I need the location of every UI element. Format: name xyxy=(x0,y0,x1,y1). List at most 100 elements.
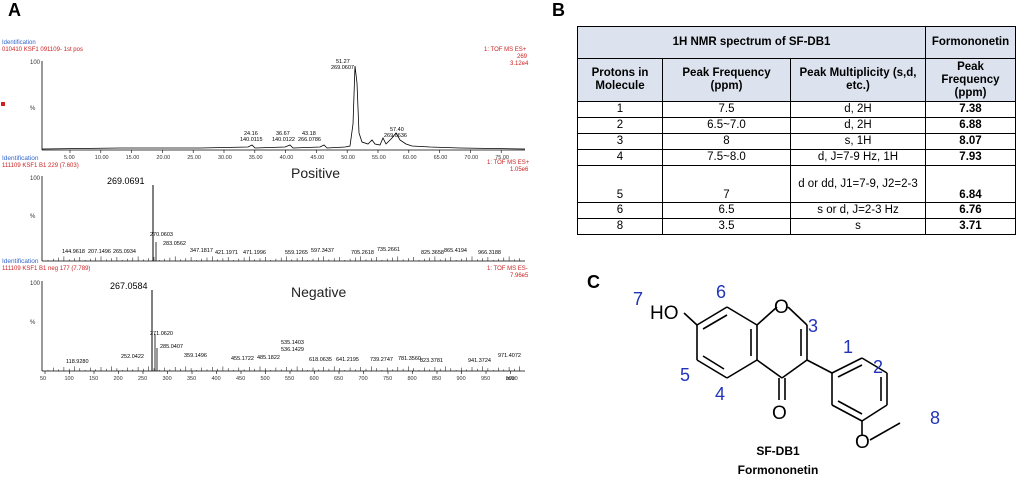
cell-ref: 7.38 xyxy=(925,101,1016,119)
pos-peak-label: 735.2661 xyxy=(377,247,400,253)
proton-number: 8 xyxy=(930,408,940,428)
mass-spectra-panel: Identification 010410 KSF1 091109- 1st p… xyxy=(1,40,530,382)
x-tick-label: 35.00 xyxy=(249,155,263,161)
cell-mult: d, J=7-9 Hz, 1H xyxy=(790,149,926,167)
neg-peak-label: 536.1429 xyxy=(281,347,304,353)
x-tick-label: 300 xyxy=(163,376,172,382)
top-mode-label: 1: TOF MS ES+ xyxy=(484,47,527,53)
neg-peak-label: 252.0422 xyxy=(121,354,144,360)
neg-peak-label: 641.2195 xyxy=(336,357,359,363)
pos-peak-label: 144.9618 xyxy=(62,249,85,255)
peak-label: 51.27 xyxy=(336,59,350,65)
table-row: 4 7.5~8.0 d, J=7-9 Hz, 1H 7.93 xyxy=(577,149,1016,167)
panel-label-b: B xyxy=(552,0,565,20)
pos-peak-label: 705.2618 xyxy=(351,250,374,256)
panel-label-a: A xyxy=(8,0,21,20)
cell-mult: s xyxy=(790,217,926,236)
cell-ref: 7.93 xyxy=(925,149,1016,167)
x-tick-label: 25.00 xyxy=(187,155,201,161)
cell-proton: 2 xyxy=(577,117,663,135)
cell-mult: d, 2H xyxy=(790,117,926,135)
proton-number: 5 xyxy=(680,365,690,385)
x-tick-label: 800 xyxy=(408,376,417,382)
table-row: 3 8 s, 1H 8.07 xyxy=(577,133,1016,151)
cell-proton: 3 xyxy=(577,133,663,151)
x-tick-label: 10.00 xyxy=(95,155,109,161)
atom-o-carbonyl: O xyxy=(772,403,787,424)
pos-peak-label: 347.1817 xyxy=(190,248,213,254)
x-tick-label: 650 xyxy=(334,376,343,382)
formononetin-structure: HO O O O 7 6 3 1 2 5 4 8 SF-DB1 Formonon… xyxy=(633,285,940,477)
proton-number: 4 xyxy=(715,384,725,404)
cell-freq: 7.5 xyxy=(662,101,791,119)
neg-peak-label: 823.3781 xyxy=(420,358,443,364)
table-row: 6 6.5 s or d, J=2-3 Hz 6.76 xyxy=(577,201,1016,219)
atom-o-ring: O xyxy=(774,297,789,318)
neg-peak-label: 618.0635 xyxy=(309,357,332,363)
cell-ref: 6.88 xyxy=(925,117,1016,135)
table-row: 1 7.5 d, 2H 7.38 xyxy=(577,101,1016,119)
peak-label: 43.18 xyxy=(302,131,316,137)
pos-y-tick-100: 100 xyxy=(30,176,41,182)
nmr-table: 1H NMR spectrum of SF-DB1 Formononetin P… xyxy=(577,25,1016,236)
cell-ref: 6.84 xyxy=(925,165,1016,203)
x-tick-label: 150 xyxy=(89,376,98,382)
x-tick-label: 50.00 xyxy=(341,155,355,161)
peak-label: 57.40 xyxy=(390,127,404,133)
neg-y-tick-100: 100 xyxy=(30,281,41,287)
top-header-line2: 010410 KSF1 091109- 1st pos xyxy=(2,47,83,53)
x-tick-label: 55.00 xyxy=(372,155,386,161)
cell-freq: 6.5~7.0 xyxy=(662,117,791,135)
top-y-tick-100: 100 xyxy=(30,60,41,66)
neg-peak-label: 781.3560 xyxy=(398,356,421,362)
peak-label: 140.0122 xyxy=(272,137,295,143)
x-tick-label: 100 xyxy=(65,376,74,382)
red-marker xyxy=(1,102,5,106)
x-tick-label: 1000 xyxy=(506,376,518,382)
cell-freq: 8 xyxy=(662,133,791,151)
x-tick-label: 700 xyxy=(359,376,368,382)
x-tick-label: 500 xyxy=(261,376,270,382)
cell-mult: d or dd, J1=7-9, J2=2-3 xyxy=(790,165,926,203)
pos-peak-label: 966.3188 xyxy=(478,250,501,256)
cell-proton: 1 xyxy=(577,101,663,119)
x-tick-label: 250 xyxy=(138,376,147,382)
x-tick-label: 45.00 xyxy=(310,155,324,161)
top-value1: 269 xyxy=(517,54,528,60)
pos-peak-label: 207.1496 xyxy=(88,249,111,255)
x-tick-label: 50 xyxy=(40,376,46,382)
structure-bonds xyxy=(683,306,901,441)
table-row: 8 3.5 s 3.71 xyxy=(577,217,1016,236)
pos-peak-label: 559.1265 xyxy=(285,250,308,256)
x-tick-label: 450 xyxy=(236,376,245,382)
x-tick-label: 40.00 xyxy=(280,155,294,161)
negative-title: Negative xyxy=(291,284,346,300)
neg-main-peak: 267.0584 xyxy=(110,281,148,291)
neg-peak-label: 118.9280 xyxy=(66,359,89,365)
cell-mult: d, 2H xyxy=(790,101,926,119)
peak-label: 269.0636 xyxy=(384,133,407,139)
x-tick-label: 400 xyxy=(212,376,221,382)
cell-proton: 4 xyxy=(577,149,663,167)
x-tick-label: 950 xyxy=(481,376,490,382)
neg-peak-label: 739.2747 xyxy=(370,357,393,363)
cell-mult: s, 1H xyxy=(790,133,926,151)
chromatogram-trace xyxy=(41,65,526,150)
pos-peak-label: 283.0562 xyxy=(163,241,186,247)
table-header-left: 1H NMR spectrum of SF-DB1 xyxy=(577,25,926,60)
peak-label: 24.16 xyxy=(244,131,258,137)
x-tick-label: 550 xyxy=(285,376,294,382)
x-tick-label: 20.00 xyxy=(156,155,170,161)
peak-label: 36.67 xyxy=(276,131,290,137)
neg-y-tick-pct: % xyxy=(30,320,36,326)
pos-header-line1: Identification xyxy=(2,155,39,162)
pos-peak-label: 421.1971 xyxy=(215,250,238,256)
pos-y-tick-pct: % xyxy=(30,214,36,220)
peak-label: 266.0786 xyxy=(298,137,321,143)
col-header-ref-freq: Peak Frequency (ppm) xyxy=(925,58,1016,103)
cell-freq: 3.5 xyxy=(662,217,791,236)
atom-o-methoxy: O xyxy=(855,432,870,453)
neg-peak-label: 455.1722 xyxy=(231,356,254,362)
x-tick-label: 750 xyxy=(383,376,392,382)
x-tick-label: 5.00 xyxy=(64,155,75,161)
